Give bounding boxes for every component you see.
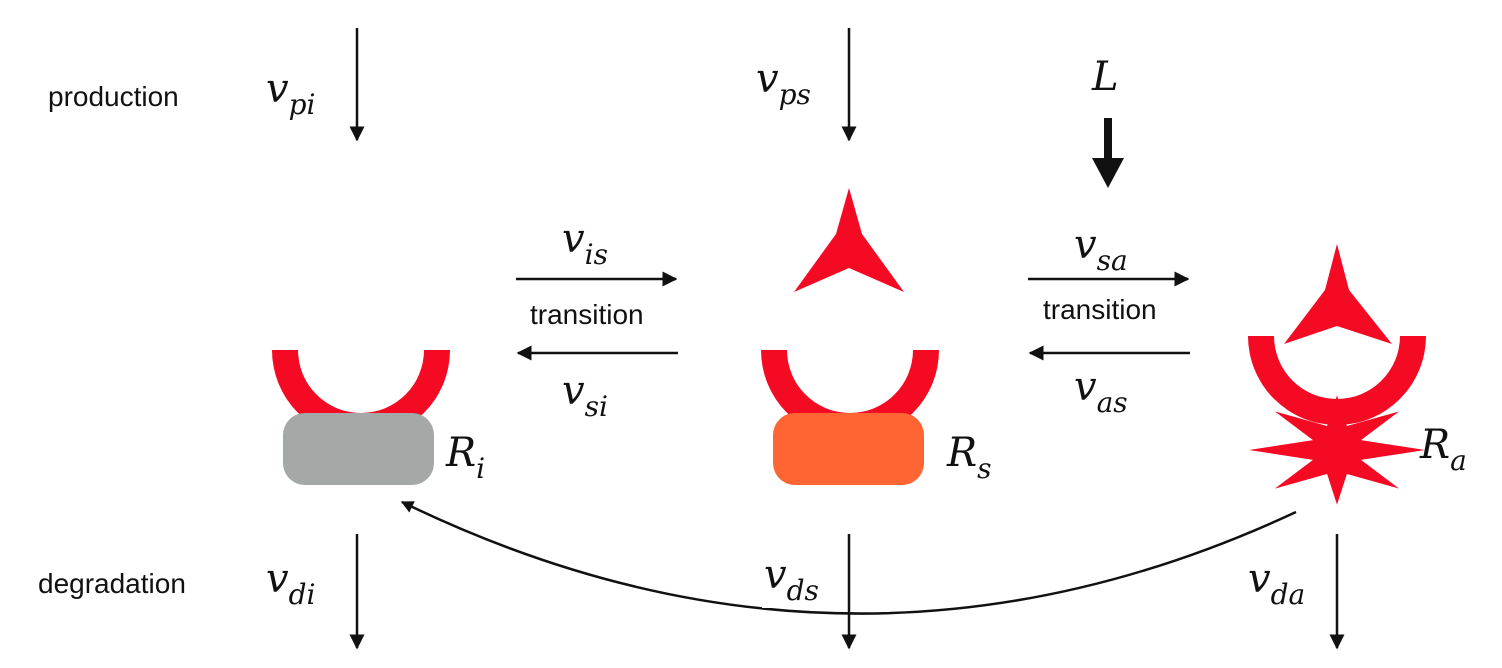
ligand-arrow-head: [1092, 158, 1124, 188]
ligand-ra-shape: [1284, 244, 1392, 344]
receptor-ra: [1248, 244, 1426, 505]
rate-v-sa: vsa: [1074, 222, 1128, 277]
transition-label-left: transition: [530, 299, 644, 330]
degradation-label: degradation: [38, 568, 186, 599]
rate-v-si: vsi: [562, 368, 608, 423]
receptor-rs-body: [773, 413, 924, 485]
ligand-arrow-shaft: [1104, 118, 1112, 160]
ligand-label: L: [1091, 54, 1119, 100]
rate-v-da: vda: [1248, 556, 1305, 611]
production-label: production: [48, 81, 179, 112]
receptor-ri: [272, 350, 450, 485]
rate-v-pi: vpi: [266, 66, 316, 121]
ligand-rs-shape: [794, 188, 904, 292]
state-label-rs: Rs: [946, 430, 992, 485]
state-label-ri: Ri: [445, 430, 485, 485]
receptor-ra-cup: [1248, 336, 1426, 425]
receptor-ra-star: [1249, 395, 1425, 505]
receptor-rs: [761, 188, 939, 485]
transition-label-right: transition: [1043, 294, 1157, 325]
label-backdrop-v-ds: [762, 560, 842, 608]
rate-v-as: vas: [1074, 364, 1128, 419]
state-label-ra: Ra: [1419, 422, 1467, 477]
rate-v-ps: vps: [756, 56, 811, 111]
receptor-ri-body: [283, 413, 434, 485]
rate-v-is: vis: [562, 216, 608, 271]
rate-v-di: vdi: [266, 556, 316, 611]
rate-v-ds: vds: [764, 552, 819, 607]
